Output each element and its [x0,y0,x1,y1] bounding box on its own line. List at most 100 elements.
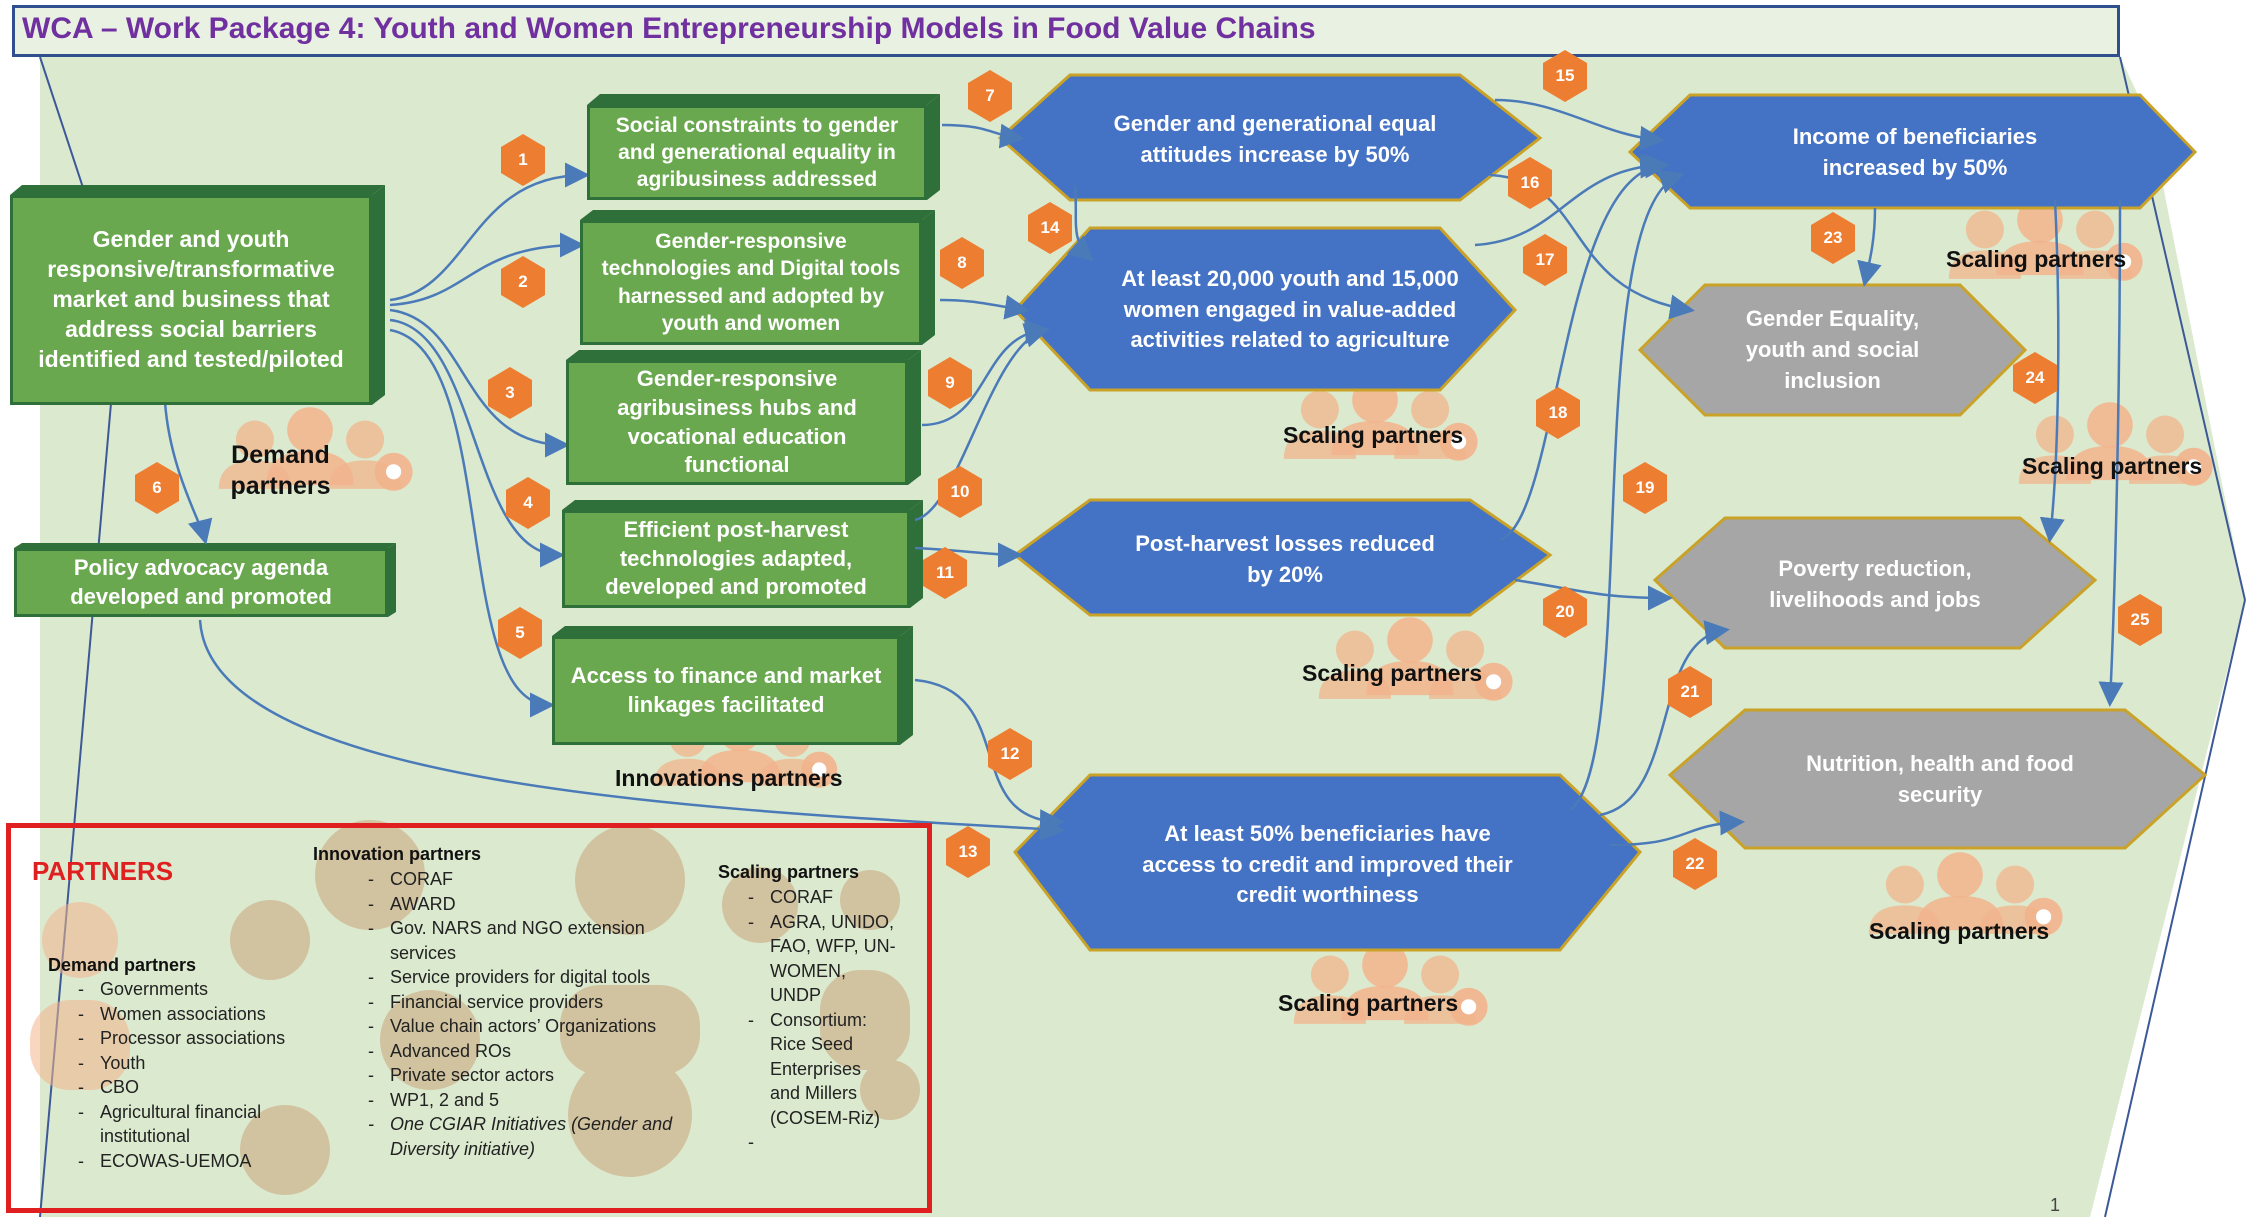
innovation-partner-item: Financial service providers [366,990,706,1015]
step-number-badge: 19 [1621,462,1669,514]
step-number-badge: 2 [499,256,547,308]
box-hubs: Gender-responsive agribusiness hubs and … [566,360,908,485]
partners-heading: PARTNERS [32,856,174,886]
innovation-partner-item: WP1, 2 and 5 [366,1088,706,1113]
step-number-badge: 8 [938,237,986,289]
hex-nutrition [1667,708,2208,850]
hex-credit [1013,773,1643,952]
impact-poverty: Poverty reduction, livelihoods and jobs [1740,540,2010,630]
box-main: Gender and youth responsive/transformati… [10,195,372,405]
scaling-partners-label-6: Scaling partners [1869,918,2050,944]
step-number-badge: 4 [504,477,552,529]
hex-attitudes [997,73,1543,202]
step-number-badge: 9 [926,357,974,409]
innovation-partner-item: Private sector actors [366,1063,706,1088]
step-number-badge: 12 [986,728,1034,780]
innovation-partner-item: CORAF [366,867,706,892]
impact-nutrition: Nutrition, health and food security [1770,735,2110,825]
step-number-badge: 22 [1671,838,1719,890]
outcome-attitudes-text: Gender and generational equal attitudes … [1113,111,1437,167]
scaling-partner-item: Consortium: Rice Seed Enterprises and Mi… [746,1008,896,1131]
step-number-badge: 15 [1541,50,1589,102]
step-number-badge: 18 [1534,387,1582,439]
box-main-text: Gender and youth responsive/transformati… [38,226,344,372]
scaling-partners-heading: Scaling partners [718,862,860,882]
outcome-income-text: Income of beneficiaries increased by 50% [1792,123,2038,180]
hex-gender [1637,283,2028,417]
step-number-badge: 5 [496,607,544,659]
scaling-partners-label-2: Scaling partners [1302,660,1483,686]
page-number: 1 [2050,1195,2061,1215]
innovation-partner-item: Value chain actors’ Organizations [366,1014,706,1039]
innovation-partners-list: CORAF AWARD Gov. NARS and NGO extension … [366,867,706,1161]
box-tech-text: Gender-responsive technologies and Digit… [601,229,901,335]
scaling-partner-item: AGRA, UNIDO, FAO, WFP, UN-WOMEN, UNDP [746,910,896,1008]
step-number-badge: 1 [499,134,547,186]
step-number-badge: 3 [486,367,534,419]
innovation-partners-heading: Innovation partners [313,844,482,864]
innovation-partner-item: AWARD [366,892,706,917]
step-number-badge: 11 [921,547,969,599]
outcome-engaged-text: At least 20,000 youth and 15,000 women e… [1121,265,1459,353]
title-bar [12,5,2120,57]
partners-panel [6,823,932,1213]
step-number-badge: 25 [2116,594,2164,646]
scaling-partner-item: CORAF [746,885,896,910]
demand-partners-heading: Demand partners [48,955,197,975]
step-number-badge: 14 [1026,202,1074,254]
scaling-partners-label-1: Scaling partners [1283,422,1464,448]
demand-partner-item: CBO [76,1075,326,1100]
outcome-losses-text: Post-harvest losses reduced by 20% [1135,531,1435,587]
outcome-attitudes: Gender and generational equal attitudes … [1095,90,1455,190]
outcome-engaged: At least 20,000 youth and 15,000 women e… [1105,240,1475,380]
demand-partner-item: Agricultural financial institutional [76,1100,326,1149]
hex-poverty [1652,516,2098,650]
demand-partner-item: Processor associations [76,1026,326,1051]
step-number-badge: 24 [2011,352,2059,404]
impact-gender-text: Gender Equality, youth and social inclus… [1745,306,1920,393]
box-policy-text: Policy advocacy agenda developed and pro… [70,554,332,609]
page-title: WCA – Work Package 4: Youth and Women En… [22,12,1316,45]
box-postharvest: Efficient post-harvest technologies adap… [562,510,910,608]
demand-partners-list: Governments Women associations Processor… [76,977,326,1173]
impact-nutrition-text: Nutrition, health and food security [1806,751,2074,807]
step-number-badge: 20 [1541,586,1589,638]
outcome-losses: Post-harvest losses reduced by 20% [1130,515,1440,605]
impact-gender: Gender Equality, youth and social inclus… [1715,298,1950,403]
step-number-badge: 17 [1521,234,1569,286]
box-finance: Access to finance and market linkages fa… [552,636,900,745]
step-number-badge: 7 [966,70,1014,122]
box-social: Social constraints to gender and generat… [587,105,927,200]
demand-partners-label: Demand partners [230,441,331,501]
step-number-badge: 16 [1506,157,1554,209]
impact-poverty-text: Poverty reduction, livelihoods and jobs [1769,556,1981,612]
box-policy: Policy advocacy agenda developed and pro… [14,548,388,617]
innovation-partner-item: Service providers for digital tools [366,965,706,990]
innovation-partner-item: Advanced ROs [366,1039,706,1064]
outcome-credit: At least 50% beneficiaries have access t… [1140,790,1515,940]
box-finance-text: Access to finance and market linkages fa… [570,662,882,717]
box-tech: Gender-responsive technologies and Digit… [580,220,922,345]
step-number-badge: 6 [133,462,181,514]
box-social-text: Social constraints to gender and generat… [615,113,899,192]
step-number-badge: 23 [1809,212,1857,264]
box-hubs-text: Gender-responsive agribusiness hubs and … [617,366,857,478]
demand-partner-item: ECOWAS-UEMOA [76,1149,326,1174]
outcome-income: Income of beneficiaries increased by 50% [1740,110,2090,195]
demand-partner-item: Governments [76,977,326,1002]
innovations-partners-label: Innovations partners [615,765,843,791]
scaling-partners-list: CORAF AGRA, UNIDO, FAO, WFP, UN-WOMEN, U… [746,885,896,1155]
hex-income [1627,93,2198,210]
step-number-badge: 13 [944,826,992,878]
scaling-partners-label-5: Scaling partners [2022,453,2203,479]
hex-losses [1012,498,1553,617]
demand-partner-item: Women associations [76,1002,326,1027]
step-number-badge: 21 [1666,666,1714,718]
demand-partner-item: Youth [76,1051,326,1076]
innovation-partner-item: One CGIAR Initiatives (Gender and Divers… [366,1112,706,1161]
scaling-partners-label-4: Scaling partners [1946,246,2127,272]
connector-arrows [163,98,2124,847]
scaling-partners-label-3: Scaling partners [1278,990,1459,1016]
box-postharvest-text: Efficient post-harvest technologies adap… [605,517,867,600]
